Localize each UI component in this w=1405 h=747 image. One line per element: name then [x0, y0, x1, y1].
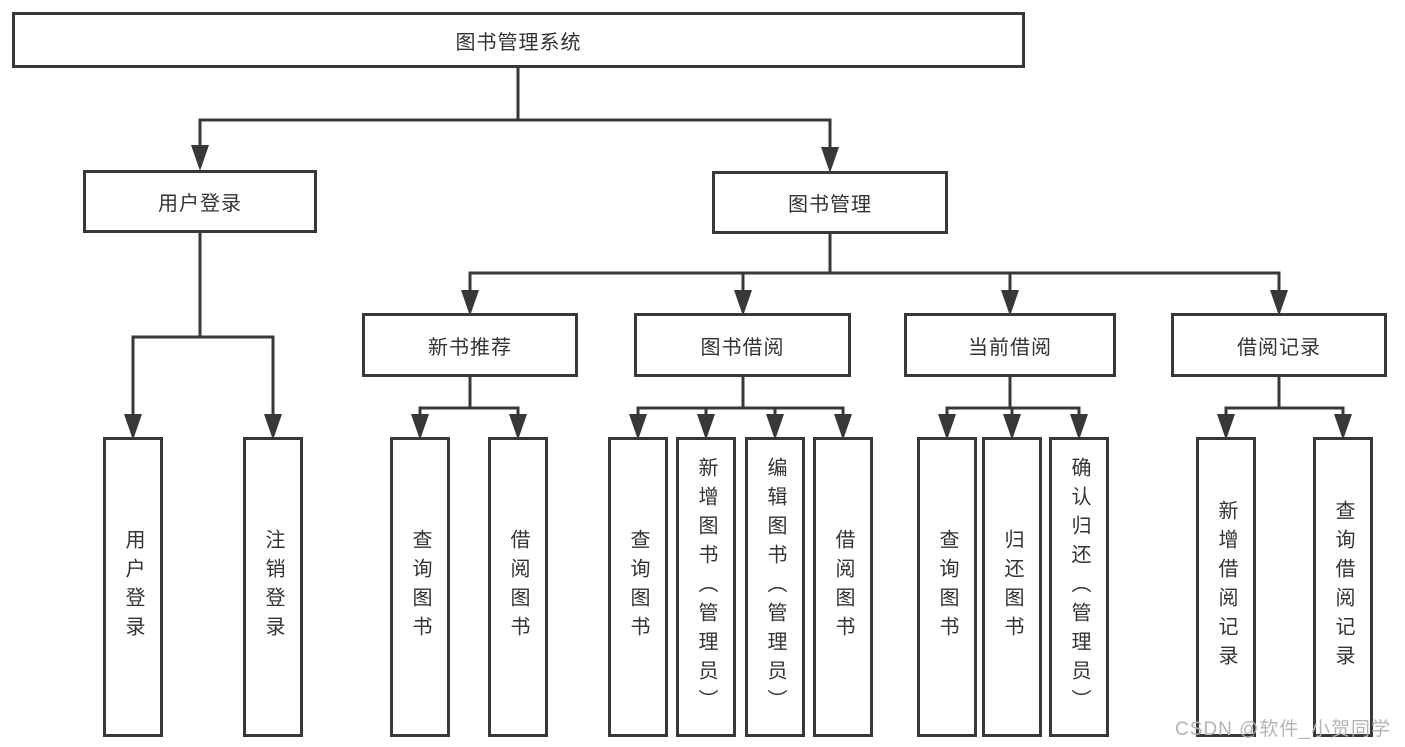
- node-root: 图书管理系统: [12, 12, 1025, 68]
- leaf-query-books-recommend: 查询图书: [390, 437, 450, 737]
- leaf-edit-book-admin: 编辑图书（管理员）: [745, 437, 805, 737]
- leaf-user-login: 用户登录: [103, 437, 163, 737]
- csdn-watermark: CSDN @软件_小贺同学: [1175, 719, 1391, 740]
- node-book-borrowing: 图书借阅: [634, 313, 851, 377]
- leaf-borrow-books-recommend: 借阅图书: [488, 437, 548, 737]
- leaf-add-borrow-record: 新增借阅记录: [1196, 437, 1256, 737]
- leaf-query-books-current: 查询图书: [917, 437, 977, 737]
- leaf-logout: 注销登录: [243, 437, 303, 737]
- leaf-query-borrow-record: 查询借阅记录: [1313, 437, 1373, 737]
- node-book-management: 图书管理: [712, 171, 948, 234]
- leaf-query-books-borrowing: 查询图书: [608, 437, 668, 737]
- leaf-borrow-books-borrowing: 借阅图书: [813, 437, 873, 737]
- node-current-borrowing: 当前借阅: [904, 313, 1116, 377]
- node-borrowing-records: 借阅记录: [1171, 313, 1387, 377]
- node-user-login: 用户登录: [83, 170, 317, 233]
- leaf-return-book: 归还图书: [982, 437, 1042, 737]
- leaf-add-book-admin: 新增图书（管理员）: [676, 437, 736, 737]
- leaf-confirm-return-admin: 确认归还（管理员）: [1049, 437, 1109, 737]
- node-new-book-recommend: 新书推荐: [362, 313, 578, 377]
